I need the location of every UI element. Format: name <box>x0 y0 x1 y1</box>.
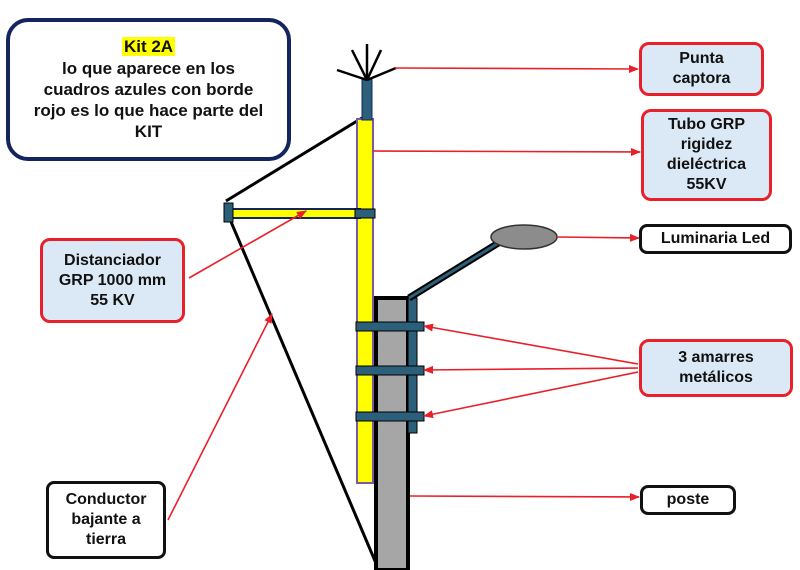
air-terminal-mast <box>361 77 373 121</box>
pointer-arrow <box>372 147 641 156</box>
label-amarres: 3 amarres metálicos <box>639 339 793 397</box>
label-poste: poste <box>640 485 736 515</box>
luminaire-arm-inner <box>408 240 501 300</box>
label-luminaria: Luminaria Led <box>639 224 792 254</box>
metal-clamp <box>355 321 425 332</box>
label-text: Tubo GRP rigidez dieléctrica 55KV <box>666 116 747 193</box>
label-text: poste <box>666 491 710 508</box>
label-punta-captora: Punta captora <box>639 42 764 96</box>
down-conductor-wire <box>225 116 363 203</box>
pointer-arrow <box>409 492 640 501</box>
label-conductor: Conductor bajante a tierra <box>46 481 166 559</box>
label-text: 3 amarres metálicos <box>678 349 754 386</box>
label-text: Luminaria Led <box>660 230 771 247</box>
spacer-tube-clamp <box>354 208 376 219</box>
label-tubo-grp: Tubo GRP rigidez dieléctrica 55KV <box>641 109 772 201</box>
metal-clamp <box>355 365 425 376</box>
label-text: Punta captora <box>672 50 731 87</box>
label-text: Conductor bajante a tierra <box>65 491 147 548</box>
spacer-end-clamp <box>223 202 234 223</box>
pointer-arrow <box>188 210 307 279</box>
grp-tube <box>356 118 374 484</box>
metal-clamp <box>355 411 425 422</box>
grp-spacer <box>227 208 361 219</box>
pointer-arrow <box>167 313 273 521</box>
label-text: Distanciador GRP 1000 mm 55 KV <box>58 251 167 309</box>
kit-note-box: Kit 2A lo que aparece en los cuadros azu… <box>6 18 291 161</box>
pointer-arrow <box>423 371 639 419</box>
label-distanciador: Distanciador GRP 1000 mm 55 KV <box>40 238 185 323</box>
down-conductor-wire <box>224 209 380 569</box>
led-luminaire <box>490 224 558 250</box>
air-terminal-spikes <box>336 44 397 82</box>
kit-note-text: lo que aparece en los cuadros azules con… <box>33 58 264 142</box>
pointer-arrow <box>394 64 639 73</box>
pointer-arrow <box>423 323 639 365</box>
kit-title: Kit 2A <box>121 37 176 57</box>
pole <box>374 296 410 570</box>
pointer-arrow <box>556 233 640 242</box>
pointer-arrow <box>423 365 639 374</box>
